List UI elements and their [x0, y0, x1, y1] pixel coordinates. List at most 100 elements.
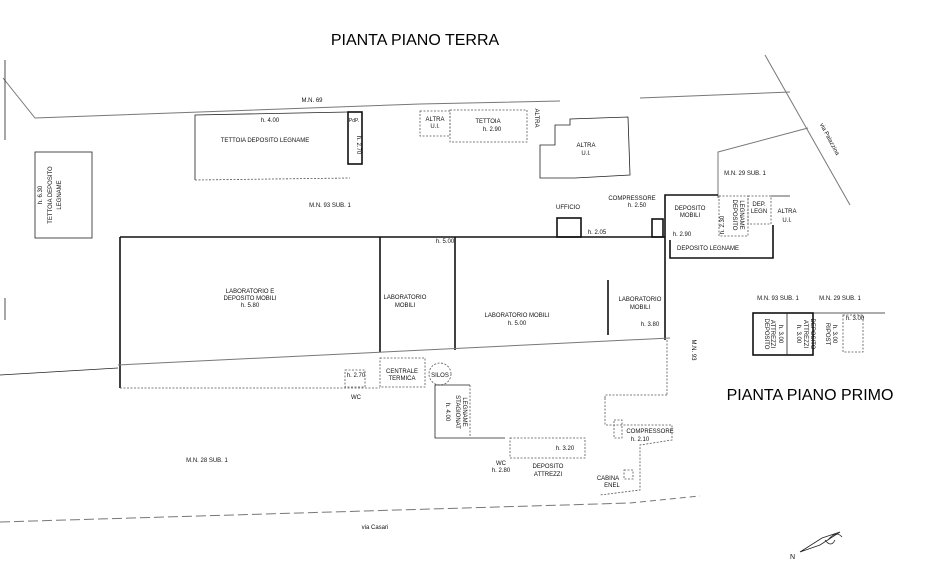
- plan-label: ATTREZZI: [802, 320, 808, 349]
- main-building: [117, 236, 673, 496]
- plan-label: h. 3.00: [777, 325, 783, 344]
- street-via-palazzina: via Palazzina: [818, 123, 840, 158]
- plan-label: h. 4.00: [444, 403, 450, 422]
- plan-label: DEPOSITO: [731, 200, 737, 231]
- room-laboratorio-mobili-2: LABORATORIO MOBILI h. 5.00: [485, 313, 550, 327]
- room-laboratorio-deposito-mobili: LABORATORIO E DEPOSITO MOBILI h. 5.80: [224, 289, 277, 309]
- plan-label: DEPOSITO MOBILI: [224, 296, 277, 302]
- plan-label: UFFICIO: [556, 205, 580, 211]
- north-arrow-icon: N: [790, 531, 843, 561]
- main-height: h. 5.00: [436, 239, 455, 245]
- plan-label: LABORATORIO MOBILI: [485, 313, 550, 319]
- plan-label: MOBILI: [630, 305, 651, 311]
- plan-label: ALTRA: [533, 109, 539, 128]
- room-laboratorio-mobili-3: LABORATORIO MOBILI h. 3.80: [619, 297, 662, 328]
- plan-label: M.N. 93 SUB. 1: [757, 296, 799, 302]
- plan-label: TERMICA: [389, 376, 416, 382]
- plan-label: h. 3.20: [556, 446, 575, 452]
- plan-label: h. 3.00: [846, 316, 865, 322]
- room-tettoia-left: h. 6.30 TETTOIA DEPOSITO LEGNAME: [34, 151, 93, 239]
- plan-label: ATTREZZI: [769, 320, 775, 349]
- plan-label: h. 2.50: [628, 203, 647, 209]
- title-piano-primo: PIANTA PIANO PRIMO: [727, 387, 894, 404]
- plan-label: h. 4.00: [261, 118, 280, 124]
- room-compressore-bottom: COMPRESSORE h. 2.10: [613, 419, 674, 443]
- plan-label: WC: [351, 395, 362, 401]
- plan-label: RIPOST: [824, 323, 830, 346]
- plan-label: h. 5.80: [241, 303, 260, 309]
- room-compressore-top: COMPRESSORE h. 2.50: [608, 196, 664, 238]
- plan-label: U.I.: [581, 151, 591, 157]
- plan-label: DEPOSITO LEGNAME: [677, 246, 739, 252]
- plan-label: CENTRALE: [386, 369, 418, 375]
- plan-label: h. 6.30: [38, 185, 44, 204]
- plan-label: LEGNAME: [738, 200, 744, 229]
- plan-label: CABINA: [597, 476, 619, 482]
- parcel-mn29-sub1: M.N. 29 SUB. 1: [724, 171, 766, 177]
- first-floor-plan: M.N. 93 SUB. 1 M.N. 29 SUB. 1 DEPOSITO A…: [752, 296, 885, 356]
- plan-label: ALTRA: [577, 143, 596, 149]
- room-ufficio: UFFICIO h. 2.05: [556, 205, 607, 238]
- street-via-casari: via Casari: [362, 525, 389, 531]
- plan-label: TETTOIA DEPOSITO LEGNAME: [221, 138, 309, 144]
- plan-label: COMPRESSORE: [626, 429, 673, 435]
- plan-label: LABORATORIO: [384, 295, 427, 301]
- plan-label: COMPRESSORE: [608, 196, 655, 202]
- plan-label: h. 2.90: [483, 127, 502, 133]
- plan-label: LEGN: [751, 209, 767, 215]
- room-wc-left: h. 2.70 WC: [344, 369, 366, 401]
- plan-label: h. 2.10: [631, 437, 650, 443]
- plan-label: LEGNAME: [461, 397, 467, 426]
- room-cabina-enel: CABINA ENEL: [597, 469, 634, 489]
- plan-label: ATTREZZI: [534, 472, 563, 478]
- plan-label: TETTOIA: [475, 119, 500, 125]
- plan-label: h. 2.30: [720, 215, 726, 234]
- plan-label: DEPOSITO: [763, 319, 769, 350]
- plan-label: h. 3.80: [641, 322, 660, 328]
- plan-label: LEGNAME: [57, 180, 63, 209]
- room-tettoia-deposito-legname: TETTOIA DEPOSITO LEGNAME h. 4.00 PdP. h.…: [194, 111, 363, 181]
- plan-label: DEPOSITO: [675, 206, 706, 212]
- room-deposito-mobili: DEPOSITO MOBILI h. 2.90: [664, 194, 718, 240]
- plan-label: DEP.: [752, 202, 766, 208]
- plan-label: ALTRA: [778, 209, 797, 215]
- room-altra-ui-top: ALTRA U.I. TETTOIA h. 2.90 ALTRA ALTRA U…: [419, 109, 631, 179]
- parcel-mn93: M.N. 93: [690, 339, 696, 361]
- plan-label: PdP.: [349, 118, 359, 124]
- plan-label: h. 2.05: [588, 230, 607, 236]
- plan-label: WC: [496, 461, 507, 467]
- plan-label: MOBILI: [395, 303, 416, 309]
- parcel-mn69: M.N. 69: [301, 98, 323, 104]
- plan-label: M.N. 29 SUB. 1: [819, 296, 861, 302]
- plan-label: SILOS: [431, 373, 449, 379]
- room-deposito-legname-vertical: h. 2.30 DEPOSITO LEGNAME DEP. LEGN ALTRA…: [718, 195, 797, 237]
- plan-label: h. 2.70: [347, 373, 366, 379]
- plan-label: DEPOSITO: [533, 464, 564, 470]
- room-laboratorio-mobili-1: LABORATORIO MOBILI: [384, 295, 427, 309]
- plan-label: h. 2.80: [492, 468, 511, 474]
- plan-label: MOBILI: [680, 213, 701, 219]
- plan-label: h. 2.70: [355, 136, 361, 155]
- plan-label: h. 3.00: [795, 325, 801, 344]
- parcel-mn93-sub1: M.N. 93 SUB. 1: [309, 203, 351, 209]
- plan-label: STAGIONAT: [454, 395, 460, 429]
- plan-label: ENEL: [604, 483, 620, 489]
- title-piano-terra: PIANTA PIANO TERRA: [331, 32, 500, 49]
- plan-label: DEPOSITO: [809, 319, 815, 350]
- room-deposito-legname: DEPOSITO LEGNAME: [669, 225, 774, 259]
- plan-label: LABORATORIO E: [226, 289, 274, 295]
- parcel-mn28-sub1: M.N. 28 SUB. 1: [186, 458, 228, 464]
- plan-label: h. 5.00: [508, 321, 527, 327]
- plan-label: LABORATORIO: [619, 297, 662, 303]
- property-lines: [0, 54, 851, 523]
- plan-label: h. 2.90: [673, 232, 692, 238]
- plan-label: TETTOIA DEPOSITO: [48, 166, 54, 224]
- plan-label: ALTRA: [426, 117, 445, 123]
- room-centrale-termica: CENTRALE TERMICA SILOS: [379, 357, 452, 388]
- plan-label: N: [790, 554, 795, 561]
- plan-label: U.I.: [782, 218, 792, 224]
- plan-label: U.I.: [430, 124, 440, 130]
- room-stagionat-legname: h. 4.00 STAGIONAT LEGNAME: [434, 384, 505, 439]
- room-deposito-attrezzi: h. 3.20 DEPOSITO ATTREZZI WC h. 2.80: [492, 437, 586, 478]
